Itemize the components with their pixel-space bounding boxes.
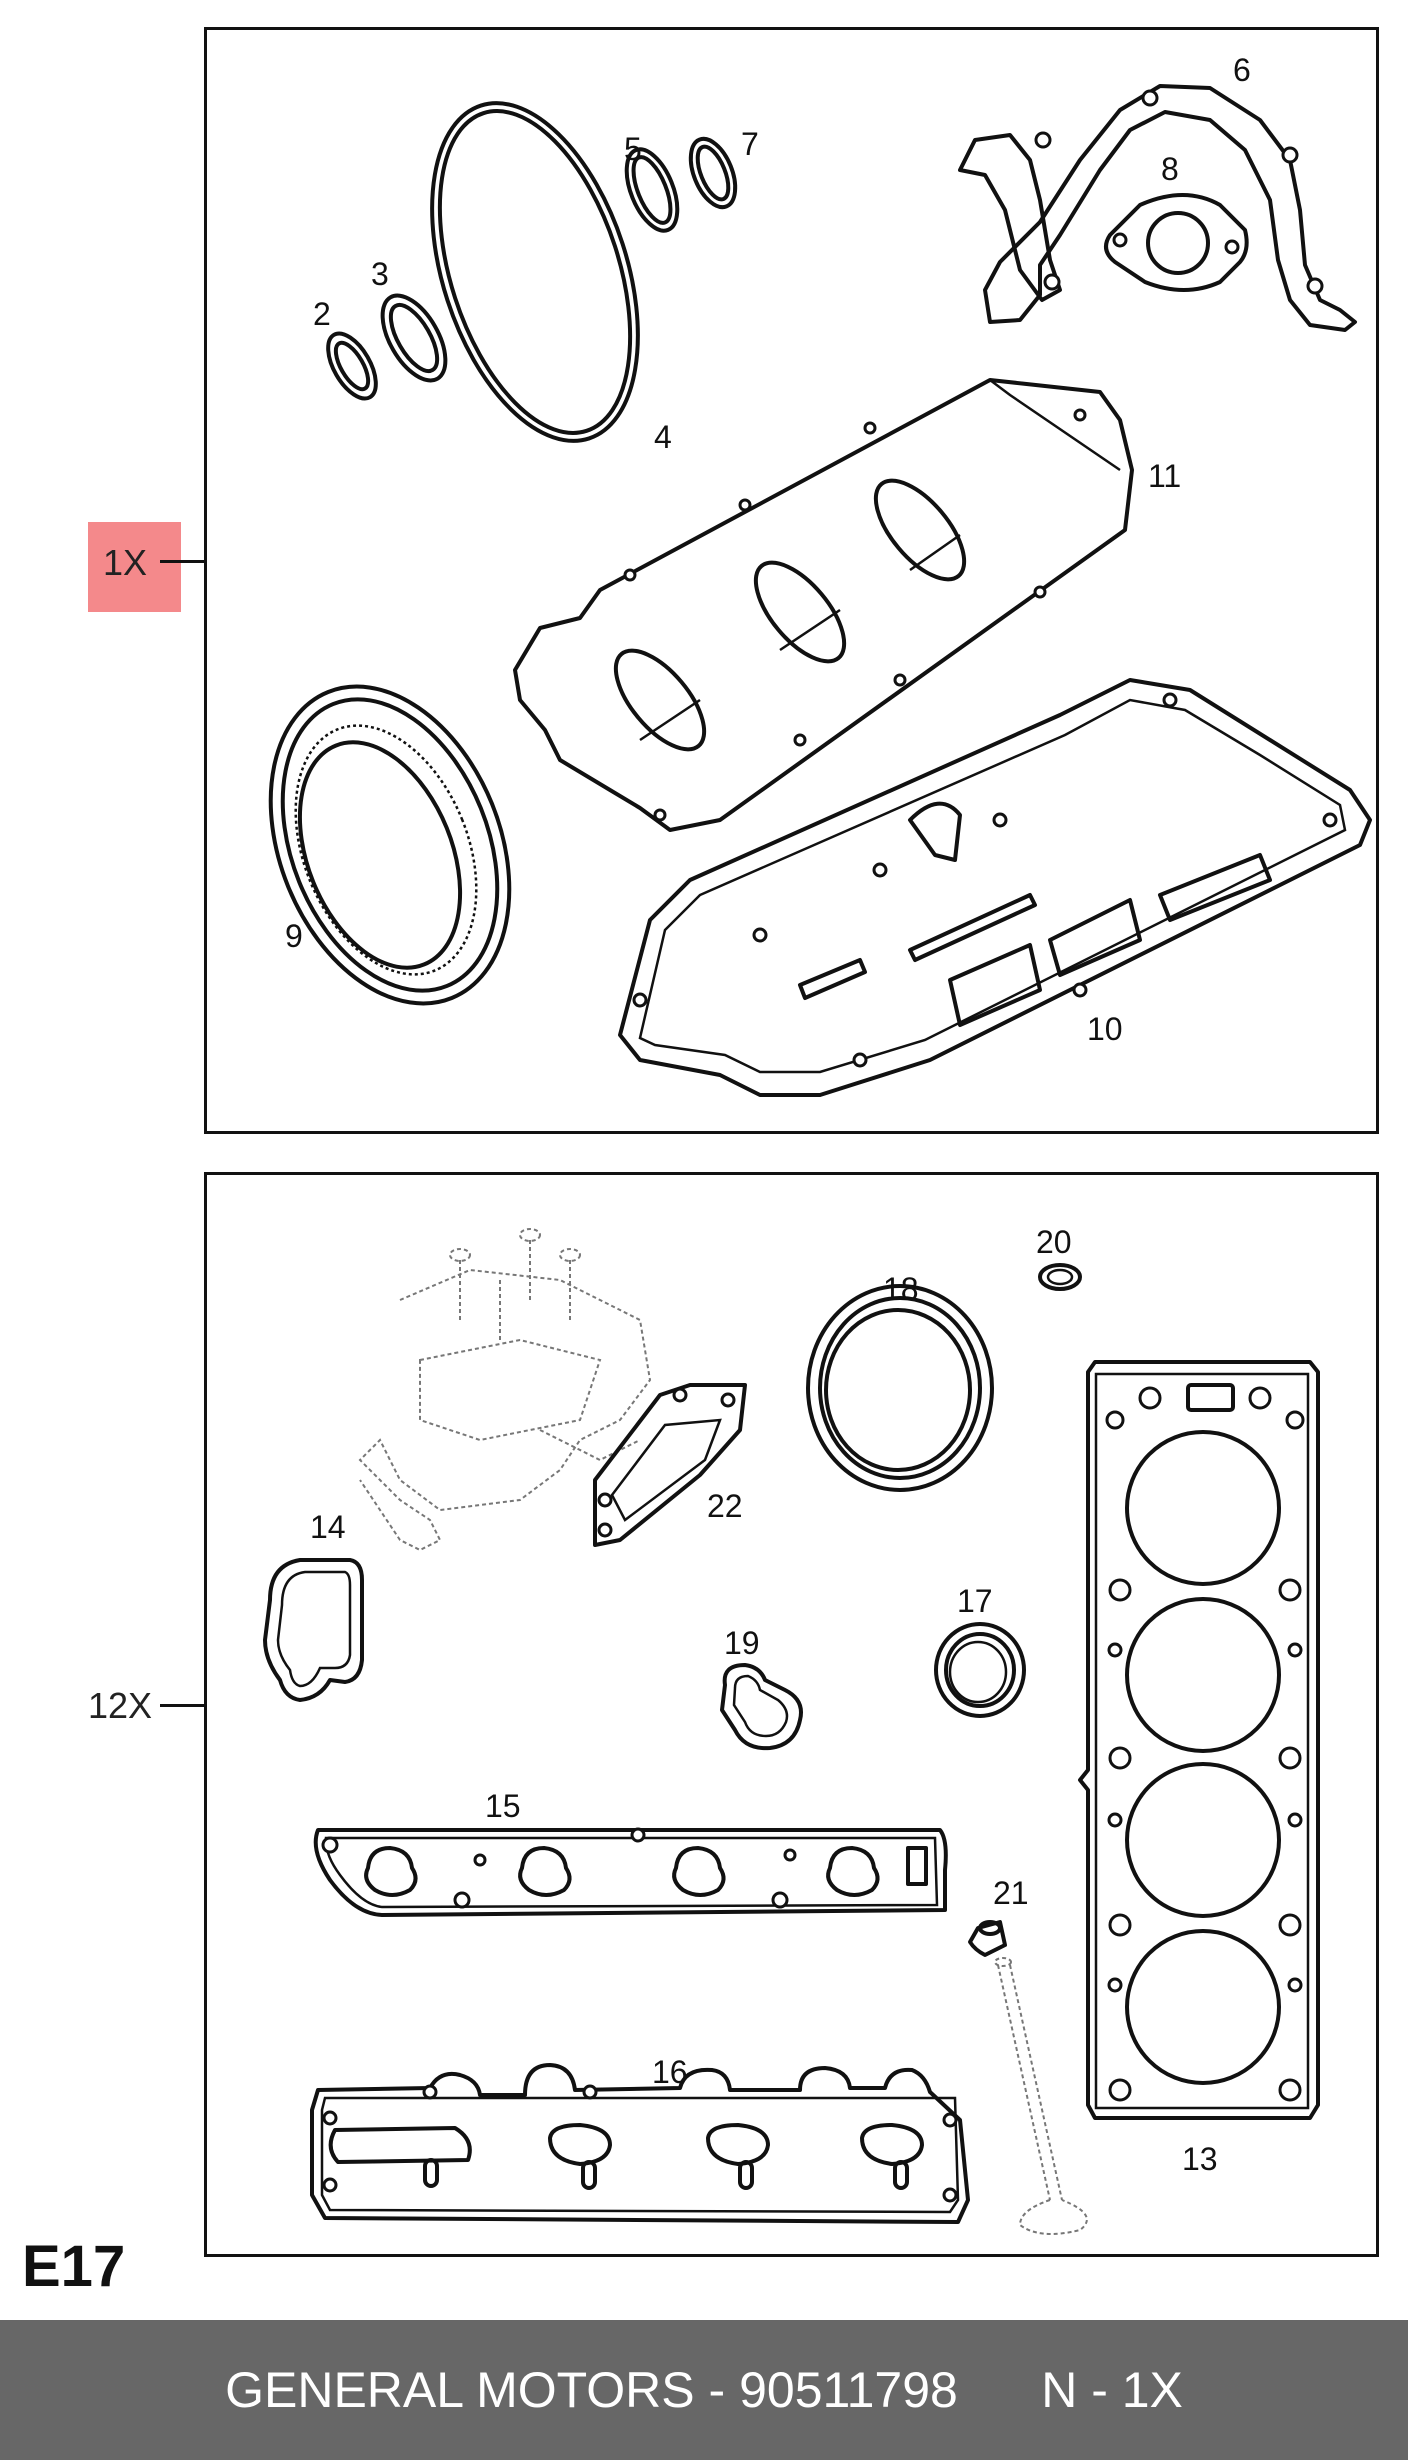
- callout-17: 17: [957, 1583, 993, 1619]
- callout-5: 5: [624, 131, 642, 167]
- footer-part-number: 90511798: [739, 2362, 958, 2418]
- callout-6: 6: [1233, 52, 1251, 88]
- part-20-o-ring: [1038, 1263, 1082, 1291]
- part-5-o-ring: [624, 147, 680, 233]
- part-2-seal-ring: [326, 331, 378, 401]
- footer-note: N - 1X: [1041, 2362, 1183, 2418]
- callout-10: 10: [1087, 1011, 1123, 1047]
- part-17-seal: [934, 1622, 1026, 1718]
- part-6-cover-gasket: [958, 84, 1357, 332]
- callout-19: 19: [724, 1625, 760, 1661]
- callout-11: 11: [1148, 458, 1181, 494]
- part-8-flange-gasket: [1104, 193, 1249, 292]
- reference-valve-sketch: [994, 1957, 1088, 2235]
- part-callout-labels: 2 3 4 5 6 7 8 9 10 11 13 14 15 16 17 18 …: [285, 52, 1251, 2177]
- quantity-leader-line: [160, 560, 204, 563]
- callout-21: 21: [993, 1875, 1029, 1911]
- callout-3: 3: [371, 256, 389, 292]
- page-code: E17: [22, 2234, 126, 2299]
- part-18-seal: [806, 1284, 994, 1492]
- part-15-manifold-gasket: [313, 1827, 948, 1917]
- part-7-o-ring: [688, 136, 738, 210]
- callout-18: 18: [883, 1271, 919, 1307]
- footer-bar: GENERAL MOTORS - 90511798 N - 1X: [0, 2320, 1408, 2460]
- quantity-leader-line: [160, 1704, 204, 1707]
- quantity-highlight-box: [88, 522, 181, 612]
- callout-20: 20: [1036, 1224, 1072, 1260]
- part-22-flange-gasket: [593, 1383, 747, 1547]
- reference-component-sketch: [358, 1228, 652, 1552]
- part-9-crankshaft-seal: [268, 684, 512, 1006]
- callout-14: 14: [310, 1509, 346, 1545]
- callout-2: 2: [313, 296, 331, 332]
- part-10-oil-pan-gasket: [618, 678, 1372, 1097]
- part-21-valve-stem-seal: [968, 1920, 1007, 1957]
- footer-separator: -: [708, 2362, 726, 2418]
- kit-group-panel-12x: [204, 1172, 1379, 2257]
- callout-9: 9: [285, 918, 303, 954]
- part-14-gasket: [263, 1558, 364, 1702]
- part-19-gasket: [720, 1663, 803, 1751]
- quantity-label-group-2: 12X: [88, 1685, 153, 1726]
- callout-8: 8: [1161, 151, 1179, 187]
- callout-15: 15: [485, 1788, 521, 1824]
- part-3-seal-ring: [380, 293, 448, 383]
- callout-22: 22: [707, 1488, 743, 1524]
- part-4-o-ring: [430, 101, 640, 443]
- callout-16: 16: [652, 2054, 688, 2090]
- quantity-label-group-1: 1X: [103, 542, 148, 583]
- part-16-manifold-gasket: [310, 2063, 970, 2224]
- callout-7: 7: [741, 126, 759, 162]
- callout-4: 4: [654, 419, 672, 455]
- callout-13: 13: [1182, 2141, 1218, 2177]
- part-11-oil-pan-upper-gasket: [513, 378, 1134, 832]
- footer-brand: GENERAL MOTORS: [225, 2362, 695, 2418]
- part-13-head-gasket: [1078, 1360, 1320, 2120]
